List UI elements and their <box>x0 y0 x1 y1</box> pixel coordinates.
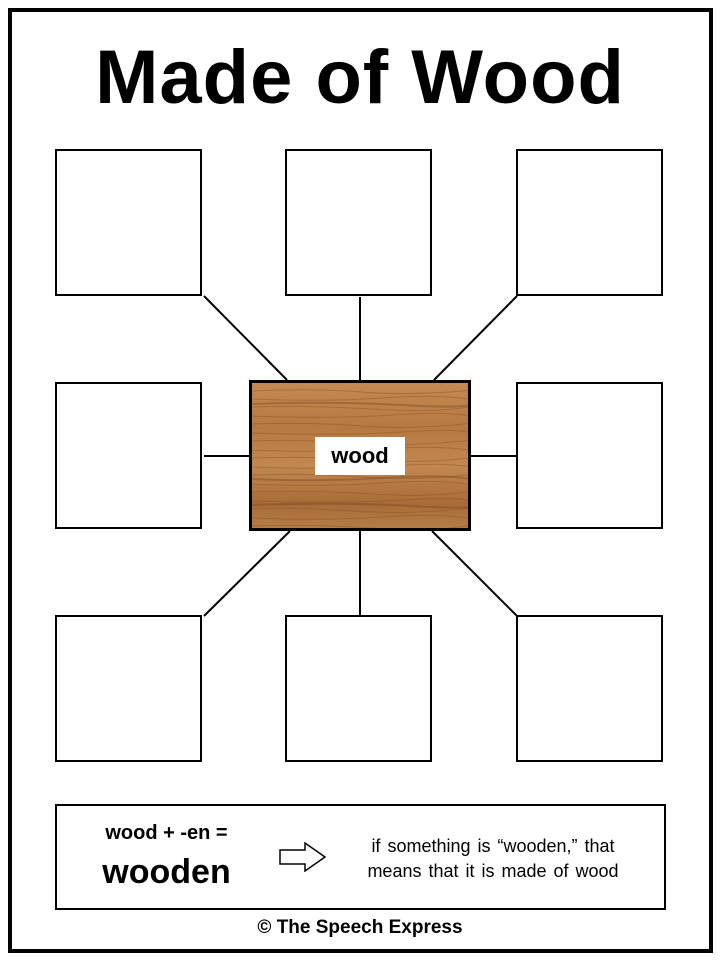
answer-box-bottom-right[interactable] <box>516 615 663 762</box>
info-box: wood + -en = wooden if something is “woo… <box>55 804 666 910</box>
answer-box-top-left[interactable] <box>55 149 202 296</box>
connector-bottom-right <box>431 530 518 617</box>
connector-top-right <box>433 295 518 381</box>
center-word-label: wood <box>315 437 405 475</box>
result-word: wooden <box>102 853 231 891</box>
answer-box-bottom-center[interactable] <box>285 615 432 762</box>
answer-box-mid-left[interactable] <box>55 382 202 529</box>
definition-line-1: if something is “wooden,” that <box>371 836 615 856</box>
definition-line-2: means that it is made of wood <box>367 861 619 881</box>
definition-text: if something is “wooden,” that means tha… <box>343 834 643 884</box>
right-arrow-icon <box>279 842 327 872</box>
answer-box-bottom-left[interactable] <box>55 615 202 762</box>
page-title: Made of Wood <box>95 35 625 120</box>
copyright-footer: © The Speech Express <box>257 917 463 938</box>
answer-box-top-right[interactable] <box>516 149 663 296</box>
connector-top-left <box>203 295 288 381</box>
answer-box-mid-right[interactable] <box>516 382 663 529</box>
page-border <box>8 8 713 953</box>
answer-box-top-center[interactable] <box>285 149 432 296</box>
suffix-formula: wood + -en = <box>105 822 228 844</box>
connector-bottom-left <box>203 530 291 617</box>
